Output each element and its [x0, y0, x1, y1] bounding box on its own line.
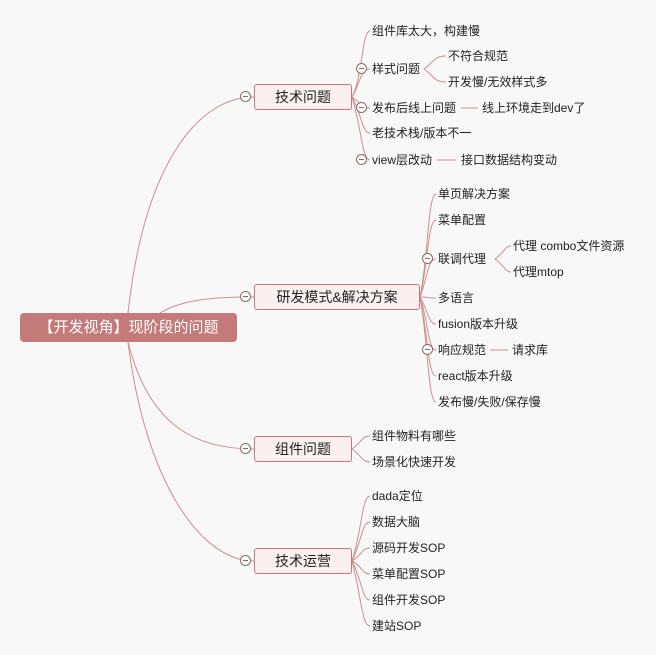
branch-tech-ops[interactable]: 技术运营 [254, 548, 352, 574]
branch-tech-issues[interactable]: 技术问题 [254, 84, 352, 110]
branch-dev-mode[interactable]: 研发模式&解决方案 [254, 284, 420, 310]
leaf-topic[interactable]: 联调代理 [438, 252, 487, 266]
leaf-topic[interactable]: fusion版本升级 [438, 317, 519, 331]
leaf-topic[interactable]: 组件开发SOP [372, 593, 446, 607]
leaf-topic[interactable]: 发布慢/失败/保存慢 [438, 395, 541, 409]
collapse-toggle-icon[interactable] [240, 555, 251, 566]
sub-leaf-topic[interactable]: 不符合规范 [448, 49, 509, 63]
leaf-topic[interactable]: react版本升级 [438, 369, 513, 383]
sub-leaf-topic[interactable]: 请求库 [512, 343, 549, 357]
collapse-toggle-icon[interactable] [240, 291, 251, 302]
leaf-topic[interactable]: 组件物料有哪些 [372, 429, 457, 443]
leaf-topic[interactable]: 场景化快速开发 [372, 455, 457, 469]
leaf-topic[interactable]: 样式问题 [372, 62, 421, 76]
sub-leaf-topic[interactable]: 代理 combo文件资源 [513, 239, 625, 253]
sub-leaf-topic[interactable]: 开发慢/无效样式多 [448, 75, 548, 89]
leaf-topic[interactable]: 发布后线上问题 [372, 101, 457, 115]
collapse-toggle-icon[interactable] [356, 154, 367, 165]
sub-leaf-topic[interactable]: 代理mtop [513, 265, 564, 279]
leaf-topic[interactable]: 多语言 [438, 291, 475, 305]
collapse-toggle-icon[interactable] [240, 443, 251, 454]
leaf-topic[interactable]: 单页解决方案 [438, 187, 511, 201]
collapse-toggle-icon[interactable] [240, 91, 251, 102]
leaf-topic[interactable]: 源码开发SOP [372, 541, 446, 555]
leaf-topic[interactable]: 响应规范 [438, 343, 487, 357]
sub-leaf-topic[interactable]: 接口数据结构变动 [461, 153, 558, 167]
leaf-topic[interactable]: view层改动 [372, 153, 433, 167]
leaf-topic[interactable]: dada定位 [372, 489, 423, 503]
leaf-topic[interactable]: 菜单配置 [438, 213, 487, 227]
branch-component-issues[interactable]: 组件问题 [254, 436, 352, 462]
root-topic[interactable]: 【开发视角】现阶段的问题 [20, 313, 237, 342]
collapse-toggle-icon[interactable] [356, 63, 367, 74]
leaf-topic[interactable]: 建站SOP [372, 619, 422, 633]
leaf-topic[interactable]: 组件库太大，构建慢 [372, 24, 481, 38]
collapse-toggle-icon[interactable] [356, 102, 367, 113]
leaf-topic[interactable]: 菜单配置SOP [372, 567, 446, 581]
collapse-toggle-icon[interactable] [422, 253, 433, 264]
sub-leaf-topic[interactable]: 线上环境走到dev了 [482, 101, 586, 115]
leaf-topic[interactable]: 数据大脑 [372, 515, 421, 529]
collapse-toggle-icon[interactable] [422, 344, 433, 355]
leaf-topic[interactable]: 老技术栈/版本不一 [372, 126, 472, 140]
